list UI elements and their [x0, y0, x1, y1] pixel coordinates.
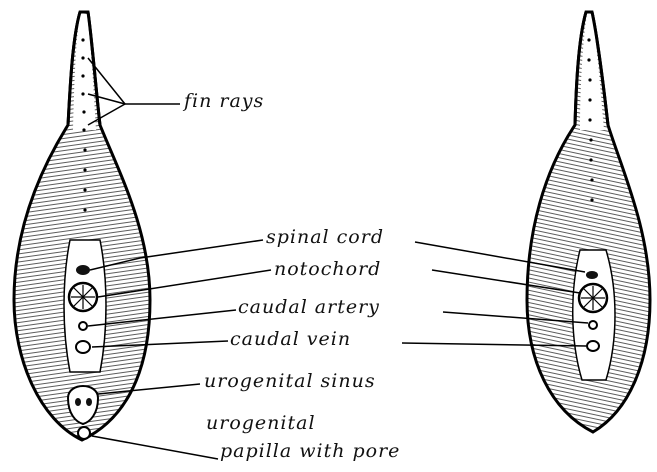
- left-notochord: [69, 283, 97, 311]
- right-notochord: [579, 284, 607, 312]
- label-urogenital-sinus: urogenital sinus: [204, 372, 376, 391]
- right-spinal-cord: [586, 271, 598, 279]
- left-cross-section: [14, 12, 150, 440]
- right-caudal-vein: [587, 341, 599, 351]
- right-cross-section: [527, 12, 650, 432]
- label-urogenital-papilla-line2: papilla with pore: [220, 442, 400, 461]
- right-axial-region: [573, 250, 615, 380]
- label-notochord: notochord: [274, 260, 381, 279]
- label-urogenital-papilla-line1: urogenital: [206, 414, 316, 433]
- label-caudal-vein: caudal vein: [230, 330, 351, 349]
- label-fin-rays: fin rays: [184, 92, 264, 111]
- label-spinal-cord: spinal cord: [266, 228, 384, 247]
- left-papilla: [78, 427, 90, 439]
- left-spinal-cord: [76, 265, 90, 275]
- right-caudal-artery: [589, 321, 597, 329]
- label-caudal-artery: caudal artery: [238, 298, 380, 317]
- left-caudal-vein: [76, 341, 90, 353]
- left-caudal-artery: [79, 322, 87, 330]
